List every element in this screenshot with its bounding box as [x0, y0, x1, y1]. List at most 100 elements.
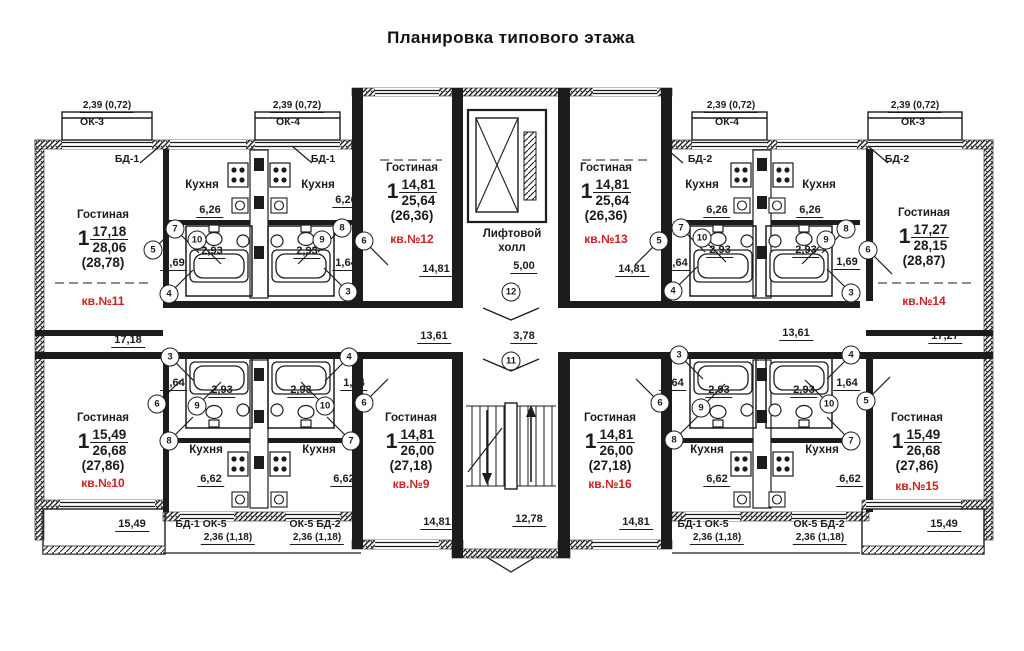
axis-marker: 7: [671, 218, 691, 238]
total-area: 26,00: [400, 443, 435, 458]
page-title: Планировка типового этажа: [387, 28, 635, 47]
dim-bathroom: 2,93: [705, 384, 733, 399]
window-dim: 2,39 (0,72): [887, 100, 943, 113]
apartment-number: кв.№12: [390, 232, 434, 246]
axis-marker: 6: [354, 231, 374, 251]
dim-hall: 1,64: [663, 257, 691, 272]
kitchen-label: Кухня: [802, 179, 836, 191]
dim-room-width: 15,49: [927, 518, 961, 533]
total-area: 28,06: [92, 240, 127, 255]
rooms-count: 1: [386, 180, 399, 203]
kitchen-label: Кухня: [805, 444, 839, 456]
apartment-14-info: Гостиная 1 17,27 28,15 (28,87) кв.№14: [898, 207, 950, 308]
living-room-label: Гостиная: [386, 162, 438, 174]
dim-elevator-hall: 5,00: [510, 260, 538, 275]
elevator-icon: [466, 108, 548, 224]
axis-marker: 7: [341, 431, 361, 451]
rooms-count: 1: [385, 430, 398, 453]
window-dim: 2,36 (1,18): [689, 532, 745, 545]
apartment-16-info: Гостиная 1 14,81 26,00 (27,18) кв.№16: [584, 412, 636, 491]
core-walls: [352, 88, 672, 558]
axis-marker: 3: [669, 345, 689, 365]
axis-marker: 9: [816, 230, 836, 250]
living-room-label: Гостиная: [77, 209, 129, 221]
staircase-icon: [466, 402, 556, 490]
apartment-number: кв.№11: [81, 294, 125, 308]
dim-hall: 1,64: [332, 257, 360, 272]
window-bays: [61, 111, 963, 141]
rooms-count: 1: [77, 430, 90, 453]
axis-marker: 9: [691, 398, 711, 418]
dim-room-width: 15,49: [115, 518, 149, 533]
axis-marker: 8: [836, 219, 856, 239]
living-area: 14,81: [597, 427, 636, 443]
window-label-ok5-bd2: ОК-5 БД-2: [289, 518, 341, 530]
dim-hall: 1,69: [833, 256, 861, 271]
window-label-ok5-bd2: ОК-5 БД-2: [793, 518, 845, 530]
rooms-count: 1: [584, 430, 597, 453]
total-area: 25,64: [401, 193, 436, 208]
axis-marker: 5: [143, 240, 163, 260]
living-area: 14,81: [399, 177, 438, 193]
kitchen-label: Кухня: [685, 179, 719, 191]
axis-marker: 6: [650, 393, 670, 413]
apartment-10-info: Гостиная 1 15,49 26,68 (27,86) кв.№10: [77, 412, 129, 490]
balcony-door-label-bd1: БД-1: [114, 153, 140, 165]
dim-room-width: 17,18: [111, 334, 145, 349]
total-area-with-balcony: (27,18): [389, 458, 433, 473]
apartment-11-info: Гостиная 1 17,18 28,06 (28,78) кв.№11: [77, 209, 129, 308]
dim-room-width: 17,27: [928, 330, 962, 345]
apartment-13-info: Гостиная 1 14,81 25,64 (26,36) кв.№13: [580, 162, 632, 246]
axis-marker: 4: [339, 347, 359, 367]
axis-marker: 7: [165, 219, 185, 239]
axis-marker: 11: [501, 351, 521, 371]
dim-hall: 1,64: [160, 377, 188, 392]
axis-marker: 10: [692, 228, 712, 248]
axis-marker: 8: [332, 218, 352, 238]
total-area-with-balcony: (26,36): [390, 208, 434, 223]
window-label-ok4: ОК-4: [715, 116, 739, 128]
apartment-number: кв.№16: [588, 477, 632, 491]
total-area: 28,15: [913, 238, 948, 253]
dim-bathroom: 2,93: [287, 384, 315, 399]
dim-bathroom: 2,93: [198, 245, 226, 260]
dim-room-width: 14,81: [615, 263, 649, 278]
living-area: 14,81: [398, 427, 437, 443]
dim-bathroom: 2,93: [293, 245, 321, 260]
axis-marker: 4: [663, 281, 683, 301]
axis-marker: 6: [147, 394, 167, 414]
balcony-door-label-bd1: БД-1: [310, 153, 336, 165]
total-area-with-balcony: (28,78): [81, 255, 125, 270]
total-area-with-balcony: (27,18): [588, 458, 632, 473]
dim-bathroom: 2,93: [706, 244, 734, 259]
dim-room-width: 14,81: [619, 516, 653, 531]
axis-marker: 8: [159, 431, 179, 451]
wall-notches: [482, 307, 540, 573]
apartment-number: кв.№9: [392, 477, 430, 491]
elevator-hall-label: Лифтовой: [482, 228, 542, 240]
living-room-label: Гостиная: [580, 162, 632, 174]
dim-kitchen: 6,26: [796, 204, 824, 219]
total-area: 26,68: [906, 443, 941, 458]
dim-room-width: 14,81: [420, 516, 454, 531]
dim-corridor: 13,61: [779, 327, 813, 342]
apartment-9-info: Гостиная 1 14,81 26,00 (27,18) кв.№9: [385, 412, 437, 491]
living-room-label: Гостиная: [584, 412, 636, 424]
kitchen-label: Кухня: [301, 179, 335, 191]
apartment-number: кв.№13: [584, 232, 628, 246]
total-area-with-balcony: (27,86): [81, 458, 125, 473]
axis-marker: 10: [187, 230, 207, 250]
total-area-with-balcony: (27,86): [895, 458, 939, 473]
living-room-label: Гостиная: [77, 412, 129, 424]
axis-marker: 9: [312, 230, 332, 250]
apartment-12-info: Гостиная 1 14,81 25,64 (26,36) кв.№12: [386, 162, 438, 246]
window-dim: 2,39 (0,72): [269, 100, 325, 113]
dim-stairwell: 12,78: [512, 513, 546, 528]
kitchen-label: Кухня: [185, 179, 219, 191]
dim-kitchen: 6,62: [703, 473, 731, 488]
dim-hall: 1,64: [659, 377, 687, 392]
axis-marker: 3: [160, 347, 180, 367]
axis-marker: 10: [819, 394, 839, 414]
kitchen-sink-icons: [231, 197, 786, 508]
